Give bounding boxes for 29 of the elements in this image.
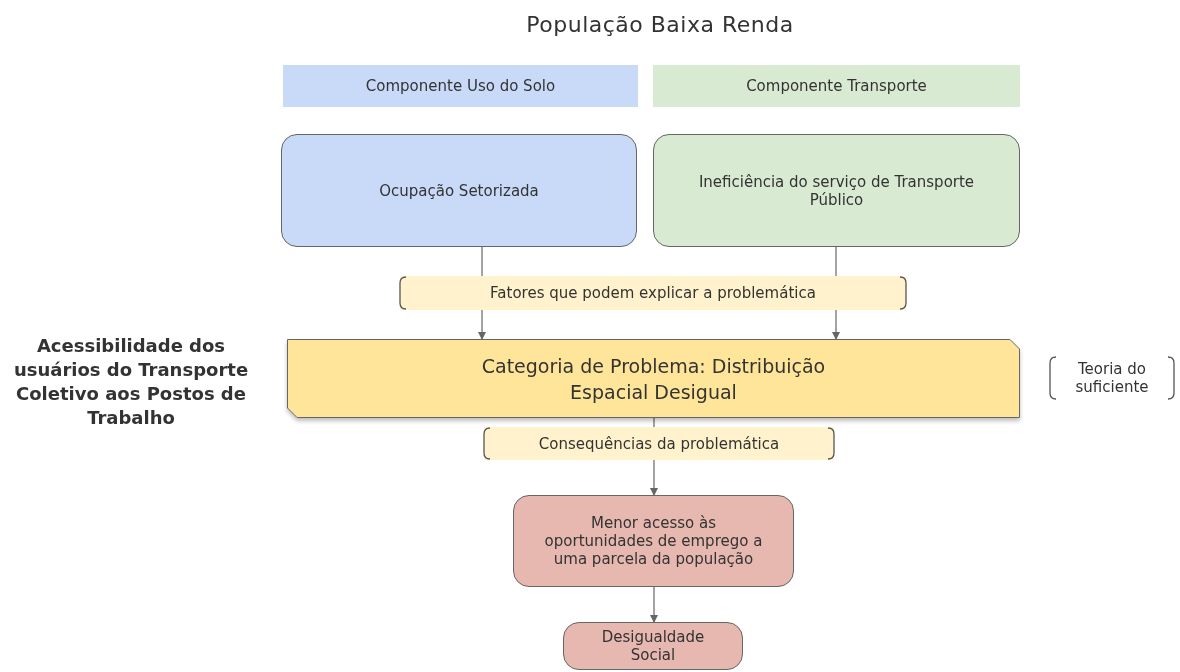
process-box [513,495,794,587]
process-box [281,134,637,247]
node-text: Componente Transporte [746,77,927,95]
process-box [563,622,743,670]
node-text: Ocupação Setorizada [379,181,539,200]
bracket-note [398,276,908,310]
connector-line [835,246,837,277]
arrow [650,459,658,496]
header-band [653,65,1020,107]
node-text: Fatores que podem explicar a problemática [490,284,816,302]
node-text: Ineficiência do serviço de Transporte Público [697,172,976,209]
node-text: Teoria do suficiente [1074,360,1150,396]
side-label: Acessibilidade dos usuários do Transporte Coletivo aos Postos de Trabalho [12,334,250,430]
node-text: Consequências da problemática [538,434,780,453]
bracket-note [482,427,836,460]
diagram-title: População Baixa Renda [525,12,795,37]
category-banner [287,339,1020,418]
header-band [283,65,638,107]
node-text: Desigualdade Social [600,628,706,664]
node-text: Menor acesso às oportunidades de emprego a uma parcela da população [543,514,764,568]
arrow [832,309,840,340]
bracket-note [1048,356,1176,400]
arrow [478,309,486,340]
connector-line [653,417,655,428]
connector-line [481,246,483,277]
node-text: Categoria de Problema: Distribuição Espacial Desigual [480,353,827,405]
process-box [653,134,1020,247]
node-text: Componente Uso do Solo [365,77,556,95]
arrow [650,586,658,623]
